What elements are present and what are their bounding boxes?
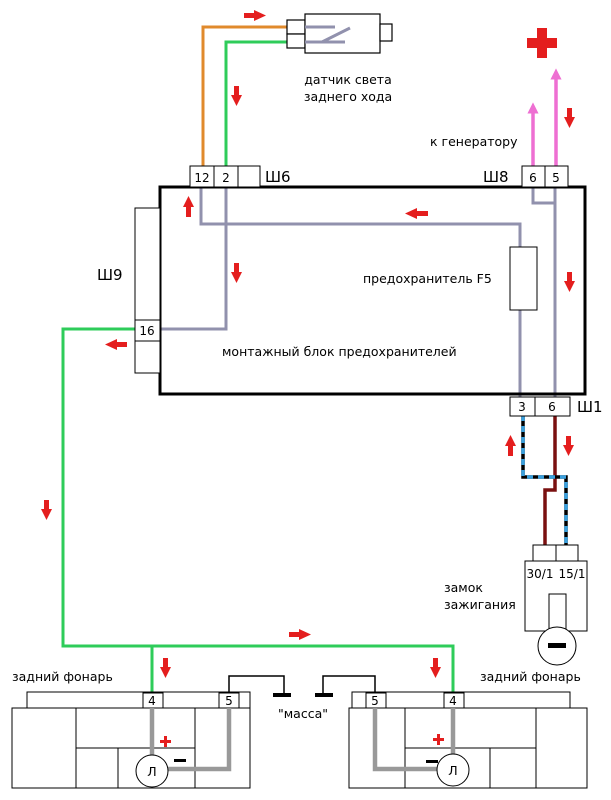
arrow-left-block [405, 208, 428, 219]
arrow-down-generator [564, 108, 575, 128]
plus-sign-generator [527, 28, 557, 58]
connector-sh1 [509, 396, 571, 417]
arrow-down-left-wire [41, 500, 52, 520]
ignition-switch [524, 544, 588, 666]
sh9-pin-16: 16 [139, 324, 154, 338]
block-label: монтажный блок предохранителей [222, 344, 457, 359]
arrow-up-sh6 [183, 196, 194, 217]
fuse-label: предохранитель F5 [363, 271, 492, 286]
right-lamp-pin-5: 5 [371, 694, 379, 708]
left-lamp-label: задний фонарь [12, 669, 113, 684]
arrow-down-ignition [563, 436, 574, 456]
right-lamp-pin-4: 4 [449, 694, 457, 708]
left-lamp-bulb-letter: Л [147, 764, 156, 779]
connector-sh6-label: Ш6 [265, 168, 291, 186]
connector-sh9-label: Ш9 [97, 266, 123, 284]
wire-gray-sh8-6 [531, 187, 555, 205]
sh6-pin-12: 12 [194, 171, 209, 185]
sh1-pin-3: 3 [518, 400, 526, 414]
arrow-up-ignition [505, 435, 516, 456]
wire-gray-to-sh9 [160, 187, 228, 331]
fuse-f5 [509, 246, 538, 311]
reverse-light-sensor [286, 13, 393, 54]
wire-green-sensor [224, 40, 287, 170]
arrow-right-sensor [244, 10, 266, 21]
arrow-down-lamp-right [430, 658, 441, 678]
right-lamp-label: задний фонарь [480, 669, 581, 684]
ignition-label-line2: зажигания [444, 597, 516, 612]
left-lamp-pin-5: 5 [225, 694, 233, 708]
wire-ground-right [322, 675, 376, 694]
ground-symbol-left [273, 693, 291, 697]
sensor-label-line1: датчик света [304, 72, 392, 87]
wire-ground-left [228, 675, 285, 694]
sensor-label-line2: заднего хода [304, 89, 392, 104]
arrow-down-block [231, 263, 242, 283]
ignition-pin-15-1: 15/1 [559, 567, 586, 581]
wire-green-main [61, 327, 455, 692]
sh6-pin-2: 2 [222, 171, 230, 185]
connector-sh8-label: Ш8 [483, 168, 509, 186]
arrow-down-sensor [231, 86, 242, 106]
connector-sh6 [189, 165, 261, 188]
wire-orange-sensor [201, 25, 287, 170]
left-tail-lamp [11, 691, 251, 789]
right-tail-lamp [348, 691, 588, 789]
ignition-label-line1: замок [444, 580, 483, 595]
arrow-right-bottom [289, 629, 311, 640]
ground-symbol-right [315, 693, 333, 697]
arrow-left-sh9 [105, 339, 127, 350]
arrow-down-fuse [564, 272, 575, 292]
wire-blue-black [521, 415, 568, 545]
generator-label: к генератору [430, 134, 518, 149]
left-lamp-pin-4: 4 [148, 694, 156, 708]
ignition-pin-30-1: 30/1 [527, 567, 554, 581]
wire-gray-horizontal [199, 187, 522, 398]
connector-sh8 [521, 165, 569, 188]
connector-sh1-label: Ш1 [577, 398, 603, 416]
arrow-down-lamp-left [160, 658, 171, 678]
right-lamp-bulb-letter: Л [448, 763, 457, 778]
connector-sh9 [134, 207, 161, 374]
sh8-pin-6: 6 [529, 171, 537, 185]
wire-darkred [543, 415, 557, 545]
sh1-pin-6: 6 [548, 400, 556, 414]
sh8-pin-5: 5 [552, 171, 560, 185]
ground-label: "масса" [278, 706, 328, 721]
